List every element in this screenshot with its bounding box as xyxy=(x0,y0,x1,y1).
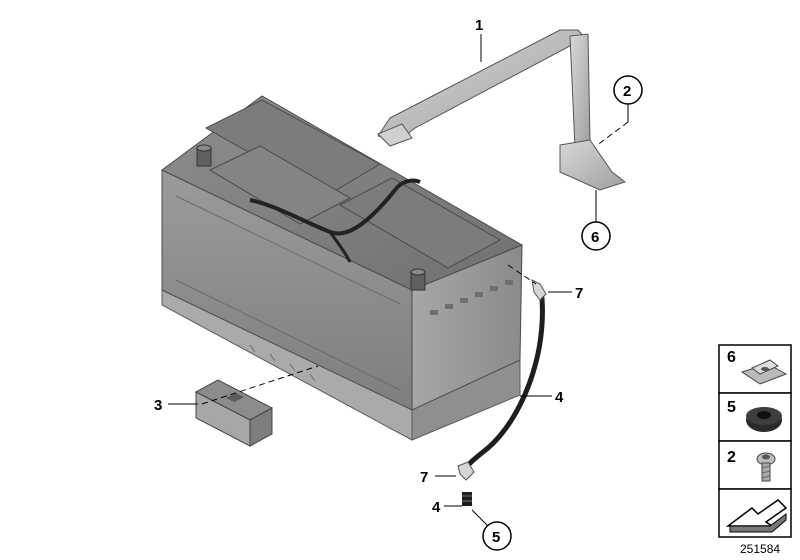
legend-row-2 xyxy=(718,440,792,490)
callout-angle-lower: 7 xyxy=(420,469,428,486)
vent-hose xyxy=(463,295,545,471)
callouts: 1 2 3 4 4 5 6 7 7 xyxy=(154,17,643,551)
battery-foot xyxy=(194,379,274,447)
callout-screw: 2 xyxy=(623,83,631,100)
diagram-id: 251584 xyxy=(740,542,780,556)
callout-vent-hose: 4 xyxy=(555,389,564,406)
callout-circle-nut xyxy=(581,221,611,251)
legend-number-5: 5 xyxy=(727,399,736,416)
bracket-tab xyxy=(377,123,413,147)
clip-nut-icon xyxy=(740,359,788,385)
battery-lid-front xyxy=(338,177,502,269)
battery-top-cable xyxy=(249,178,421,236)
bracket-foot xyxy=(559,139,627,191)
terminal-front xyxy=(410,268,426,291)
callout-vent-hose-lower: 4 xyxy=(432,499,441,516)
terminal-rear xyxy=(196,144,212,167)
angle-piece-lower xyxy=(457,461,475,481)
hose-grommet xyxy=(462,492,472,506)
torx-screw-icon xyxy=(756,452,776,482)
callout-foot: 3 xyxy=(154,397,162,414)
leader-lines xyxy=(168,34,629,529)
legend-number-2: 2 xyxy=(727,449,736,466)
callout-angle-upper: 7 xyxy=(575,285,583,302)
holding-bracket xyxy=(377,29,627,191)
callout-bracket: 1 xyxy=(475,17,483,34)
legend-number-6: 6 xyxy=(727,349,736,366)
battery-front-ribs xyxy=(175,195,401,391)
battery-top-cable-branch xyxy=(328,231,352,263)
battery-side-vents xyxy=(430,280,513,315)
angle-piece-upper xyxy=(531,279,547,301)
callout-circle-screw xyxy=(613,75,643,105)
callout-grommet: 5 xyxy=(492,529,500,546)
callout-circle-grommet xyxy=(482,521,512,551)
battery xyxy=(161,95,524,441)
direction-arrow-icon xyxy=(725,499,788,533)
bracket-upright xyxy=(569,33,591,149)
callout-nut: 6 xyxy=(591,229,599,246)
grommet-icon xyxy=(746,407,782,432)
legend-panel: 6 5 2 xyxy=(718,344,792,538)
